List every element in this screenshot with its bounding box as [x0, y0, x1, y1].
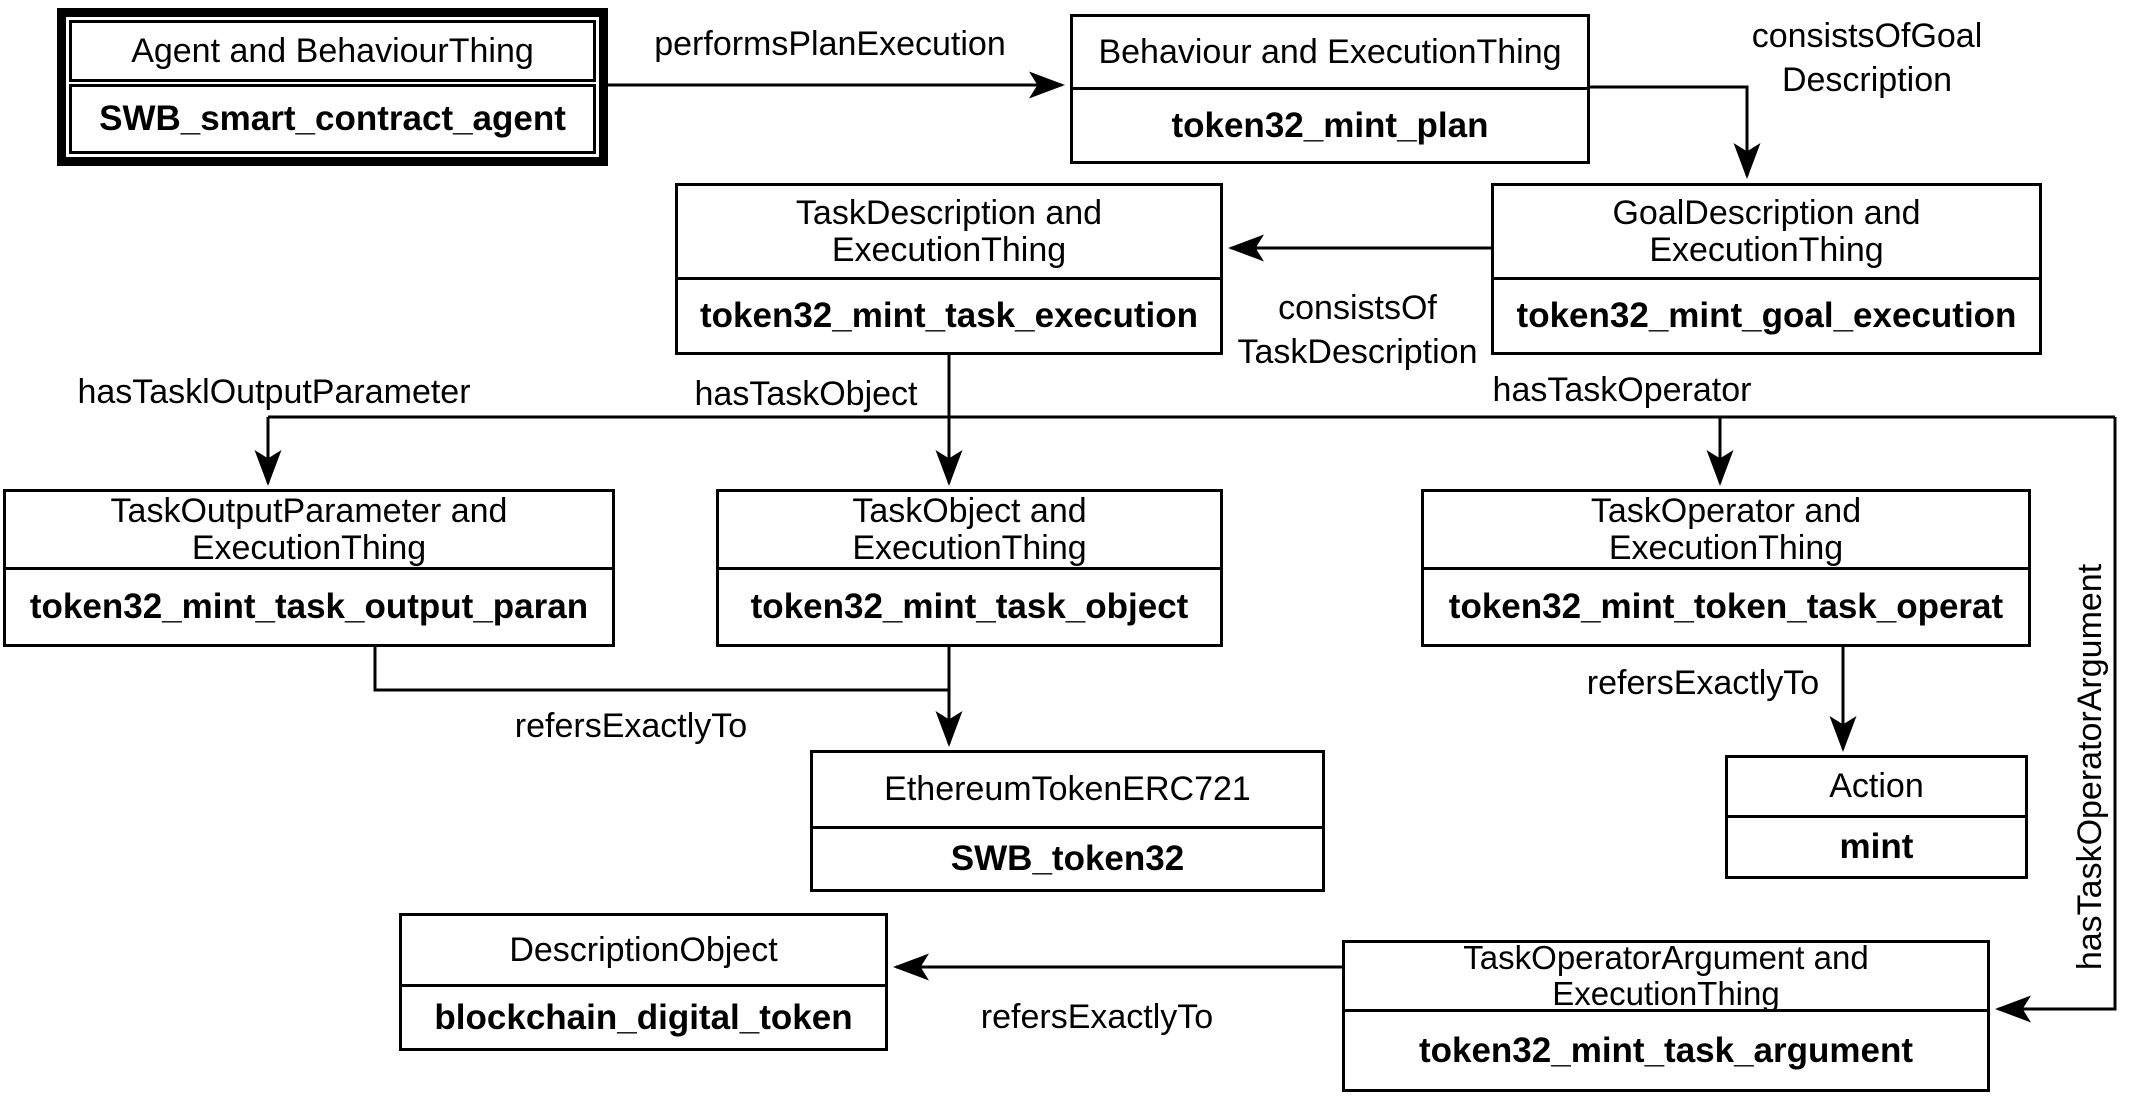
node-instance-label: mint [1728, 815, 2025, 876]
node-task-output-parameter-execution-thing: TaskOutputParameter and ExecutionThing t… [3, 489, 615, 647]
node-instance-label: SWB_smart_contract_agent [69, 84, 596, 154]
edge-label-has-task-object: hasTaskObject [694, 375, 918, 413]
node-instance-label: token32_mint_task_execution [678, 277, 1220, 352]
node-title: Behaviour and ExecutionThing [1098, 32, 1562, 71]
edge-label-has-task-operator-argument: hasTaskOperatorArgument [2071, 563, 2109, 971]
edge-label-line: Description [1781, 61, 1953, 100]
edge-label-refers-exactly-to-description-object: refersExactlyTo [980, 998, 1214, 1036]
edge-label-consists-of-task-description: consistsOf TaskDescription [1210, 286, 1505, 374]
node-goal-description-execution-thing: GoalDescription and ExecutionThing token… [1491, 183, 2042, 355]
node-instance-label: token32_mint_task_object [719, 567, 1220, 644]
node-title: DescriptionObject [509, 930, 778, 969]
node-task-operator-argument-execution-thing: TaskOperatorArgument and ExecutionThing … [1342, 940, 1990, 1092]
node-title: TaskObject and ExecutionThing [852, 491, 1087, 567]
node-instance-label: token32_mint_task_output_paran [6, 567, 612, 644]
edge-label-refers-exactly-to-action: refersExactlyTo [1586, 664, 1820, 702]
edge-label-has-task-operator: hasTaskOperator [1492, 371, 1752, 409]
edge-label-line: TaskDescription [1237, 333, 1478, 372]
node-behaviour-execution-thing: Behaviour and ExecutionThing token32_min… [1070, 14, 1590, 164]
edge-refers-exactly-to-join [373, 647, 949, 692]
edge-label-line: consistsOfGoal [1751, 17, 1983, 55]
node-title: TaskOperatorArgument and ExecutionThing [1463, 939, 1869, 1012]
node-instance-label: token32_mint_token_task_operat [1424, 567, 2028, 644]
node-instance-label: token32_mint_goal_execution [1494, 277, 2039, 352]
edge-label-consists-of-goal-description: consistsOfGoal Description [1717, 14, 2017, 102]
node-task-description-execution-thing: TaskDescription and ExecutionThing token… [675, 183, 1223, 355]
node-title: GoalDescription and ExecutionThing [1612, 193, 1921, 269]
edge-label-refers-exactly-to-token: refersExactlyTo [514, 707, 748, 745]
node-title: TaskDescription and ExecutionThing [795, 193, 1103, 269]
edge-label-performs-plan-execution: performsPlanExecution [654, 25, 1006, 63]
node-title: EthereumTokenERC721 [884, 770, 1251, 809]
node-instance-label: SWB_token32 [813, 826, 1322, 889]
node-instance-label: blockchain_digital_token [402, 984, 885, 1048]
node-title: TaskOutputParameter and ExecutionThing [110, 491, 508, 567]
node-agent-behaviour-thing: Agent and BehaviourThing SWB_smart_contr… [57, 8, 608, 166]
edge-label-has-task-output-parameter: hasTasklOutputParameter [77, 373, 471, 411]
edge-label-line: consistsOf [1278, 289, 1437, 327]
node-description-object: DescriptionObject blockchain_digital_tok… [399, 913, 888, 1051]
node-action: Action mint [1725, 755, 2028, 879]
node-ethereum-token-erc721: EthereumTokenERC721 SWB_token32 [810, 750, 1325, 892]
node-instance-label: token32_mint_task_argument [1345, 1009, 1987, 1089]
node-task-operator-execution-thing: TaskOperator and ExecutionThing token32_… [1421, 489, 2031, 647]
node-instance-label: token32_mint_plan [1073, 87, 1587, 161]
node-title: Agent and BehaviourThing [69, 20, 596, 82]
node-title: Action [1829, 767, 1924, 806]
node-title: TaskOperator and ExecutionThing [1590, 491, 1862, 567]
node-task-object-execution-thing: TaskObject and ExecutionThing token32_mi… [716, 489, 1223, 647]
